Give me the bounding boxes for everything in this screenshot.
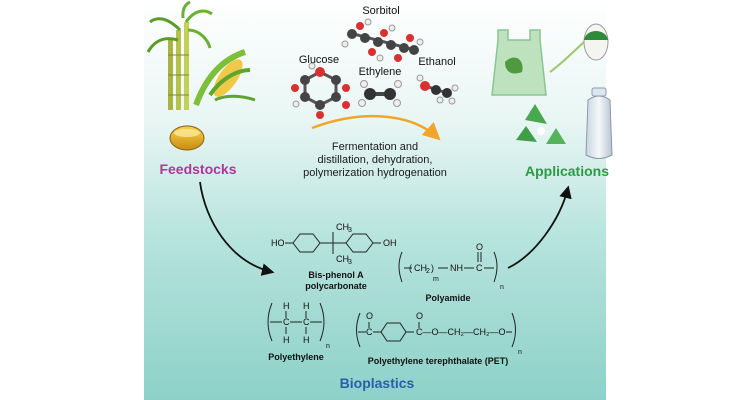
label-pet: Polyethylene terephthalate (PET): [368, 356, 509, 366]
bpa-structure: HO CH 3 CH 3 OH: [271, 222, 397, 266]
plastic-bag-illustration: [491, 29, 547, 96]
ethanol-molecule: [416, 74, 459, 105]
label-bpa-line2: polycarbonate: [305, 281, 367, 291]
polyamide-n: n: [500, 284, 504, 291]
bpa-ch3-top-sub: 3: [348, 227, 352, 234]
polyamide-paren-close: ): [431, 263, 434, 273]
pet-n: n: [518, 349, 522, 356]
polyamide-paren-open: (: [409, 263, 412, 273]
polyamide-ch2-sub: 2: [426, 268, 430, 275]
pe-h4: H: [303, 335, 310, 345]
label-glucose: Glucose: [299, 54, 339, 66]
process-arrow: [311, 114, 441, 141]
polyamide-ch2: CH: [414, 263, 427, 273]
title-feedstocks: Feedstocks: [159, 161, 236, 177]
feedstocks-to-bioplastics-arrow: [199, 181, 275, 276]
polyethylene-structure: H H C C H H n: [267, 301, 330, 350]
polyamide-structure: ( CH 2 ) m NH C O n: [398, 242, 504, 291]
pe-h1: H: [283, 301, 290, 311]
sorbitol-molecule: [341, 18, 424, 62]
process-line-1: Fermentation and: [332, 141, 418, 153]
bpa-ch3-bottom-sub: 3: [348, 259, 352, 266]
pe-c1: C: [283, 317, 290, 327]
label-polyamide: Polyamide: [425, 293, 470, 303]
title-bioplastics: Bioplastics: [340, 375, 415, 391]
pet-structure: O C O C—O—CH₂—CH₂—O n: [356, 311, 522, 356]
bpa-oh: OH: [383, 238, 397, 248]
pe-n: n: [326, 343, 330, 350]
bioplastics-to-applications-arrow: [507, 185, 572, 269]
bpa-ho: HO: [271, 238, 285, 248]
pet-o-left: O: [366, 311, 373, 321]
polyamide-c: C: [476, 263, 483, 273]
polyamide-o: O: [476, 242, 483, 252]
pe-c2: C: [303, 317, 310, 327]
ethylene-molecule: [358, 80, 402, 107]
oil-bowl-illustration: [169, 125, 205, 151]
title-applications: Applications: [525, 163, 609, 179]
pet-c-left: C: [366, 327, 373, 337]
pet-chain: C—O—CH₂—CH₂—O: [416, 327, 506, 337]
computer-mouse-illustration: [549, 23, 609, 73]
bpa-ch3-bottom: CH: [336, 254, 349, 264]
glucose-molecule: [291, 62, 350, 119]
polyamide-m: m: [433, 276, 439, 283]
recycle-icon: [516, 104, 566, 144]
label-polyethylene: Polyethylene: [268, 352, 324, 362]
pet-o-right: O: [416, 311, 423, 321]
process-line-3: polymerization hydrogenation: [303, 167, 447, 179]
label-ethanol: Ethanol: [418, 56, 455, 68]
label-sorbitol: Sorbitol: [362, 5, 399, 17]
label-ethylene: Ethylene: [359, 66, 402, 78]
corn-illustration: [193, 49, 256, 107]
pe-h2: H: [303, 301, 310, 311]
bpa-ch3-top: CH: [336, 222, 349, 232]
sugarcane-illustration: [146, 0, 213, 110]
polyamide-nh: NH: [450, 263, 463, 273]
pe-h3: H: [283, 335, 290, 345]
process-line-2: distillation, dehydration,: [318, 154, 433, 166]
label-bpa-line1: Bis-phenol A: [308, 270, 364, 280]
plastic-bottle-illustration: [585, 87, 613, 159]
